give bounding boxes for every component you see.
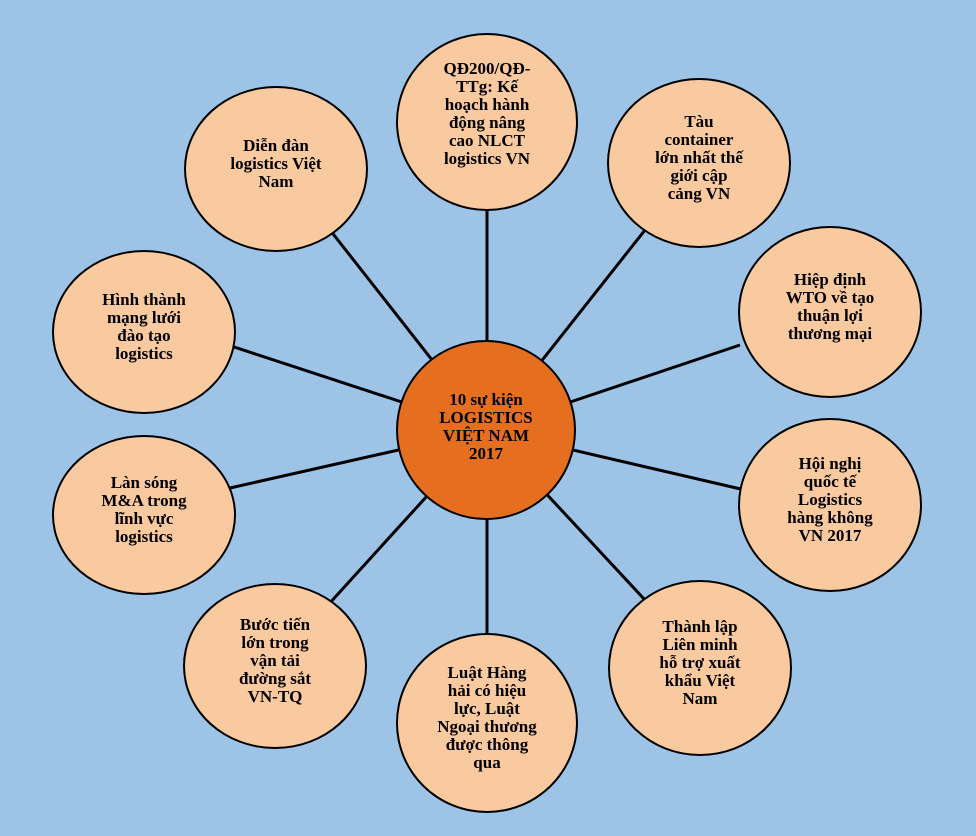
event-node-ma: Làn sóng M&A trong lĩnh vực logistics <box>52 435 236 595</box>
event-node-tau-container: Tàu container lớn nhất thế giới cập cảng… <box>607 78 791 248</box>
center-node: 10 sự kiện LOGISTICS VIỆT NAM 2017 <box>396 340 576 520</box>
event-node-lien-minh: Thành lập Liên minh hỗ trợ xuất khẩu Việ… <box>608 580 792 756</box>
event-label: Bước tiến lớn trong vận tải đường sắt VN… <box>238 615 312 706</box>
event-label: Làn sóng M&A trong lĩnh vực logistics <box>101 473 187 546</box>
event-label: Hiệp định WTO về tạo thuận lợi thương mạ… <box>785 270 875 343</box>
event-label: Diễn đàn logistics Việt Nam <box>230 136 322 191</box>
event-node-qd200: QĐ200/QĐ- TTg: Kế hoạch hành động nâng c… <box>396 33 578 211</box>
event-node-hoi-nghi: Hội nghị quốc tế Logistics hàng không VN… <box>738 418 922 592</box>
event-label: Thành lập Liên minh hỗ trợ xuất khẩu Việ… <box>659 617 741 708</box>
event-label: QĐ200/QĐ- TTg: Kế hoạch hành động nâng c… <box>443 59 531 168</box>
event-node-luat-hang-hai: Luật Hàng hải có hiệu lực, Luật Ngoại th… <box>396 633 578 813</box>
event-node-dien-dan: Diễn đàn logistics Việt Nam <box>184 86 368 252</box>
event-node-hiep-dinh-wto: Hiệp định WTO về tạo thuận lợi thương mạ… <box>738 226 922 398</box>
center-label: 10 sự kiện LOGISTICS VIỆT NAM 2017 <box>439 390 533 463</box>
event-label: Luật Hàng hải có hiệu lực, Luật Ngoại th… <box>437 663 537 772</box>
event-label: Hình thành mạng lưới đào tạo logistics <box>102 290 186 363</box>
event-node-duong-sat: Bước tiến lớn trong vận tải đường sắt VN… <box>183 583 367 749</box>
event-node-dao-tao: Hình thành mạng lưới đào tạo logistics <box>52 250 236 414</box>
event-label: Hội nghị quốc tế Logistics hàng không VN… <box>787 454 873 545</box>
event-label: Tàu container lớn nhất thế giới cập cảng… <box>655 112 743 203</box>
